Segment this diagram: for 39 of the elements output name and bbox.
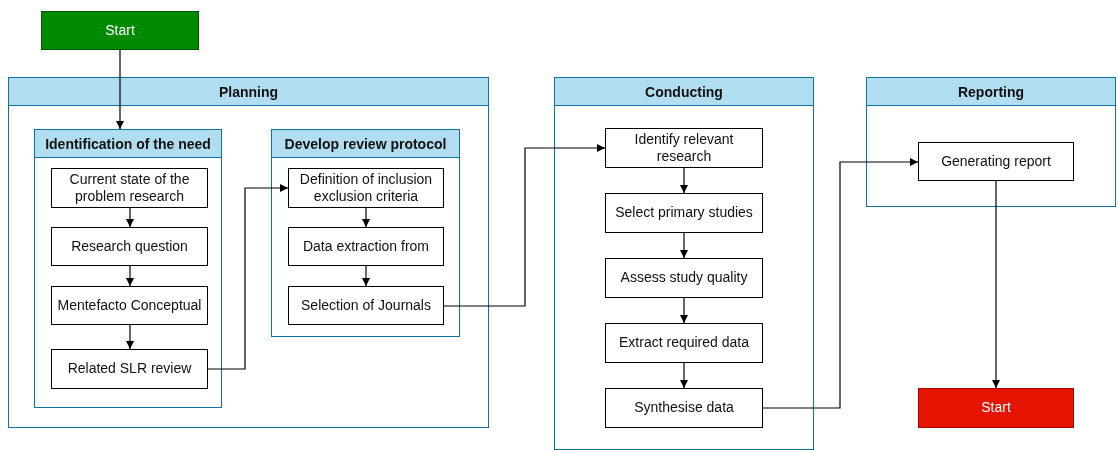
group-box xyxy=(34,129,222,408)
arrow xyxy=(992,180,1000,389)
process-box: Definition of inclusion exclusion criteria xyxy=(288,168,444,208)
arrow xyxy=(116,49,124,130)
process-box: Selection of Journals xyxy=(288,286,444,325)
arrow xyxy=(680,232,688,259)
group-box xyxy=(8,77,489,428)
group-header: Develop review protocol xyxy=(272,130,459,158)
process-box: Assess study quality xyxy=(605,258,763,298)
arrow xyxy=(362,207,370,228)
arrow xyxy=(126,207,134,228)
group-header: Planning xyxy=(9,78,488,106)
end-box: Start xyxy=(918,388,1074,428)
arrow xyxy=(762,158,919,409)
arrow xyxy=(680,167,688,194)
arrow xyxy=(362,265,370,287)
process-box: Mentefacto Conceptual xyxy=(51,286,208,325)
group-header: Reporting xyxy=(867,78,1115,106)
arrow xyxy=(207,184,289,370)
process-box: Related SLR review xyxy=(51,349,208,389)
process-box: Research question xyxy=(51,227,208,266)
arrow xyxy=(126,324,134,350)
process-box: Synthesise data xyxy=(605,388,763,428)
arrow xyxy=(443,144,606,307)
arrow xyxy=(680,297,688,324)
process-box: Extract required data xyxy=(605,323,763,363)
process-box: Current state of the problem research xyxy=(51,168,208,208)
arrow xyxy=(126,265,134,287)
group-box xyxy=(554,77,814,450)
start-box: Start xyxy=(41,11,199,50)
group-header: Identification of the need xyxy=(35,130,221,158)
group-box xyxy=(866,77,1116,207)
group-header: Conducting xyxy=(555,78,813,106)
arrow xyxy=(680,362,688,389)
process-box: Select primary studies xyxy=(605,193,763,233)
process-box: Generating report xyxy=(918,142,1074,181)
process-box: Data extraction from xyxy=(288,227,444,266)
process-box: Identify relevant research xyxy=(605,128,763,168)
group-box xyxy=(271,129,460,337)
